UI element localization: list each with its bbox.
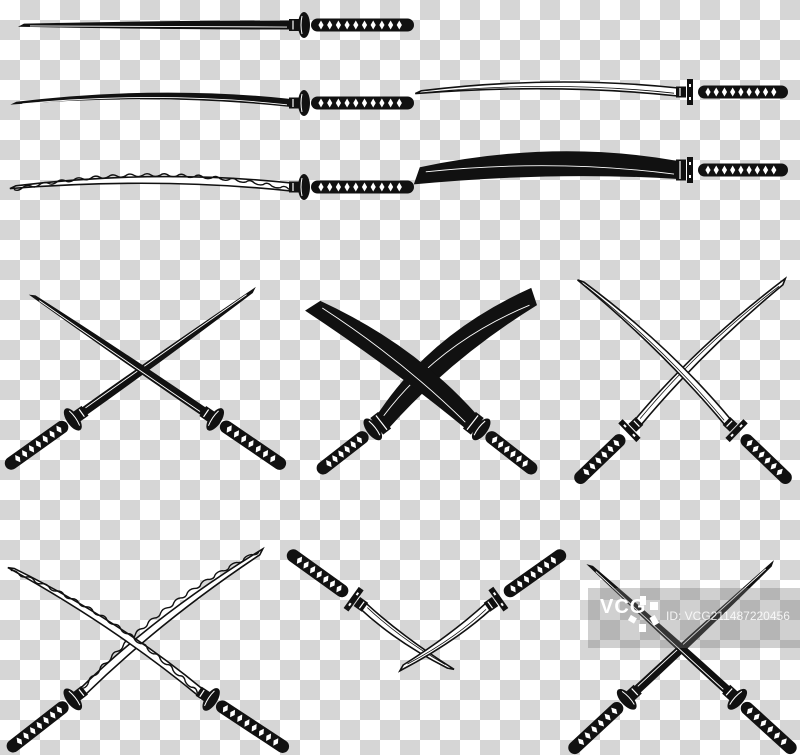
tsuba-guard (363, 418, 383, 441)
tsuba-guard (471, 418, 491, 441)
crossed-pair-6-sword-a (568, 560, 774, 755)
single-sword-5 (413, 151, 788, 185)
habaki (626, 684, 642, 701)
blade (377, 287, 538, 429)
tsuka-handle (740, 701, 797, 755)
habaki (289, 97, 299, 109)
crossed-pair-1-sword-a (4, 286, 256, 470)
crossed-pair-2-sword-a (316, 287, 538, 475)
tsuba-guard (202, 688, 220, 711)
blade (28, 294, 207, 416)
blade (413, 151, 678, 185)
tsuba-guard (206, 408, 225, 431)
single-sword-4 (414, 79, 788, 105)
tsuba-guard (298, 90, 310, 116)
blade (414, 81, 679, 97)
tsuba-guard (63, 688, 83, 711)
tsuba-guard (687, 79, 693, 105)
habaki (199, 406, 215, 422)
tsuba-guard (687, 157, 693, 183)
habaki (483, 596, 499, 612)
habaki (289, 181, 299, 193)
crossed-pair-2-sword-b (305, 300, 538, 475)
blade (17, 20, 291, 30)
crossed-pair-5-sword-a (286, 549, 455, 671)
single-sword-3 (9, 172, 414, 200)
single-sword-2 (10, 90, 414, 116)
crossed-pair-5-sword-b (397, 549, 567, 673)
crossed-pair-3-sword-b (577, 279, 792, 484)
blade (359, 601, 455, 671)
blade (397, 601, 492, 673)
single-sword-1 (17, 12, 414, 38)
crossed-pair-3-sword-a (574, 276, 788, 484)
tsuba-guard (63, 408, 82, 431)
crossed-pair-4-sword-b (7, 566, 290, 753)
habaki (676, 86, 686, 98)
tsuka-handle (568, 702, 624, 755)
habaki (722, 416, 738, 432)
habaki (195, 686, 211, 702)
habaki (289, 19, 299, 31)
blade (577, 279, 732, 427)
blade (10, 92, 291, 107)
habaki (73, 685, 88, 701)
tsuba-guard (727, 688, 748, 710)
blade (305, 300, 477, 429)
tsuba-guard (298, 12, 310, 38)
habaki (722, 684, 738, 701)
blade (9, 175, 292, 192)
tsuba-guard (616, 688, 637, 710)
habaki (353, 597, 369, 612)
crossed-pair-6-sword-b (586, 564, 797, 755)
crossed-pair-1-sword-b (28, 294, 287, 470)
habaki (676, 159, 686, 181)
tsuba-guard (298, 174, 310, 200)
habaki (73, 405, 89, 422)
habaki (628, 416, 644, 432)
